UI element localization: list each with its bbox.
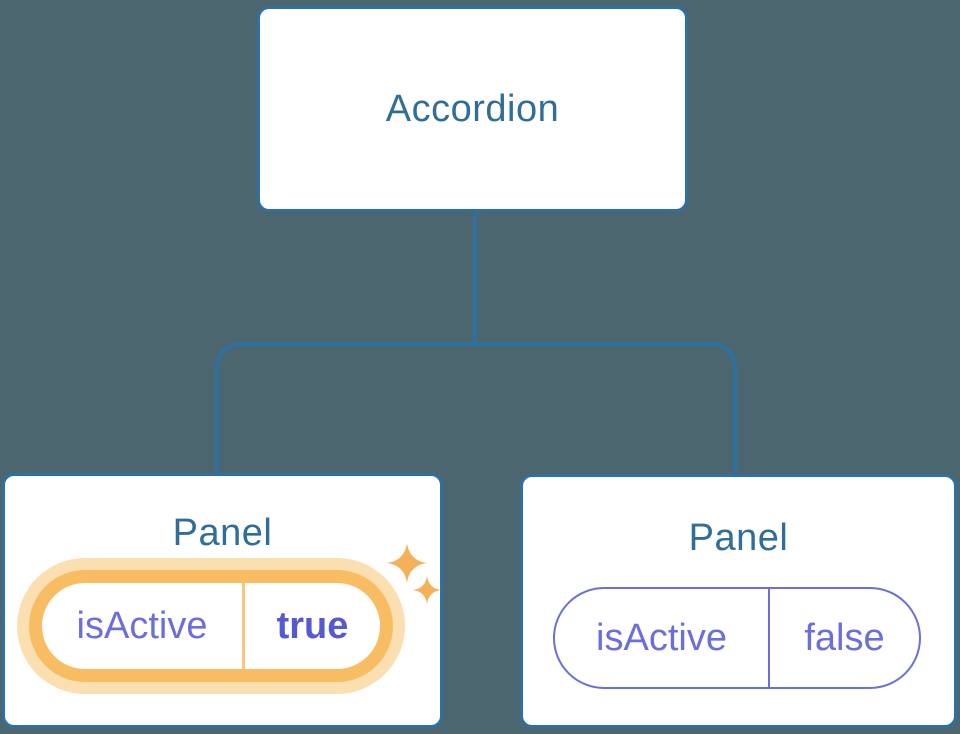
panel-title: Panel xyxy=(688,517,789,559)
accordion-label: Accordion xyxy=(385,87,560,130)
state-value-label: false xyxy=(804,616,885,659)
state-key-label: isActive xyxy=(596,616,727,659)
state-key-label: isActive xyxy=(76,604,208,647)
sparkle-icon xyxy=(387,543,441,604)
pill-divider xyxy=(768,589,770,687)
panel-node-active: Panel isActive true xyxy=(2,473,443,728)
accordion-node: Accordion xyxy=(257,6,688,212)
panel-title: Panel xyxy=(172,512,273,554)
panel-node-inactive: Panel isActive false xyxy=(520,474,957,728)
pill-divider xyxy=(242,583,245,669)
state-pill-active: isActive true xyxy=(29,570,393,682)
state-pill-inactive: isActive false xyxy=(553,587,921,689)
state-value-label: true xyxy=(276,604,349,647)
